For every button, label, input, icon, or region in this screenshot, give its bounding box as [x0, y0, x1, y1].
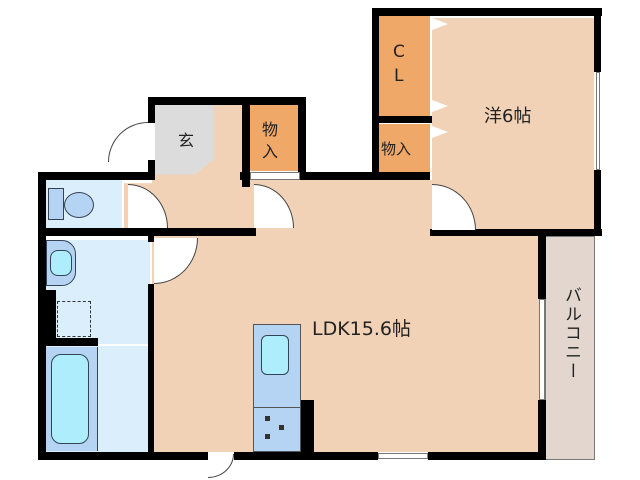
- kitchen-sink: [261, 335, 289, 375]
- service-door[interactable]: [208, 454, 234, 478]
- room-label-western: 洋6帖: [484, 106, 532, 127]
- room-label-storage-right: 物入: [381, 140, 412, 158]
- wall: [240, 172, 378, 180]
- entrance: [155, 105, 215, 175]
- storage-door-marker: [432, 126, 448, 138]
- wall: [38, 452, 208, 460]
- room-label-storage-center-1: 物: [262, 120, 279, 139]
- wall: [372, 8, 379, 180]
- wall: [148, 97, 304, 105]
- wall: [240, 229, 256, 236]
- burner: [265, 434, 270, 439]
- room-label-closet-l: L: [394, 66, 404, 86]
- wall: [38, 228, 256, 236]
- wall: [148, 160, 155, 180]
- burner: [265, 416, 270, 421]
- wall: [38, 172, 155, 180]
- window: [250, 172, 300, 180]
- wash-basin-bowl: [50, 250, 72, 276]
- storage-center: [250, 105, 298, 171]
- window: [378, 453, 428, 459]
- closet-door-marker: [432, 18, 448, 30]
- wall: [38, 172, 46, 460]
- wall: [234, 452, 378, 460]
- window: [539, 299, 545, 400]
- burner: [279, 425, 284, 430]
- closet-door-marker: [432, 100, 448, 112]
- entrance-door[interactable]: [108, 122, 148, 162]
- room-label-closet-c: C: [393, 42, 405, 62]
- wall: [594, 170, 601, 236]
- wall: [148, 236, 154, 242]
- room-label-balcony: バルコニー: [561, 286, 581, 381]
- wall: [430, 229, 602, 236]
- wall: [372, 8, 602, 16]
- wall: [298, 97, 306, 173]
- wall: [148, 97, 155, 123]
- washer-space: [57, 301, 91, 337]
- room-label-entrance: 玄: [178, 131, 195, 150]
- wall: [372, 172, 430, 180]
- wall: [242, 97, 250, 187]
- wall: [538, 229, 546, 299]
- closet: [378, 16, 430, 116]
- wall: [46, 338, 98, 346]
- toilet-tank: [48, 188, 64, 220]
- storage-right: [378, 124, 430, 172]
- wall: [148, 284, 154, 460]
- wall: [46, 290, 56, 338]
- stove-divider: [253, 407, 301, 408]
- wall: [594, 8, 601, 72]
- wall: [428, 452, 546, 460]
- wall: [538, 400, 546, 458]
- window: [596, 72, 600, 170]
- room-label-ldk: LDK15.6帖: [312, 318, 411, 340]
- room-label-storage-center-2: 入: [262, 142, 279, 161]
- wall: [378, 116, 432, 123]
- toilet-bowl: [64, 192, 94, 218]
- bathtub: [51, 354, 89, 444]
- balcony: [545, 236, 595, 460]
